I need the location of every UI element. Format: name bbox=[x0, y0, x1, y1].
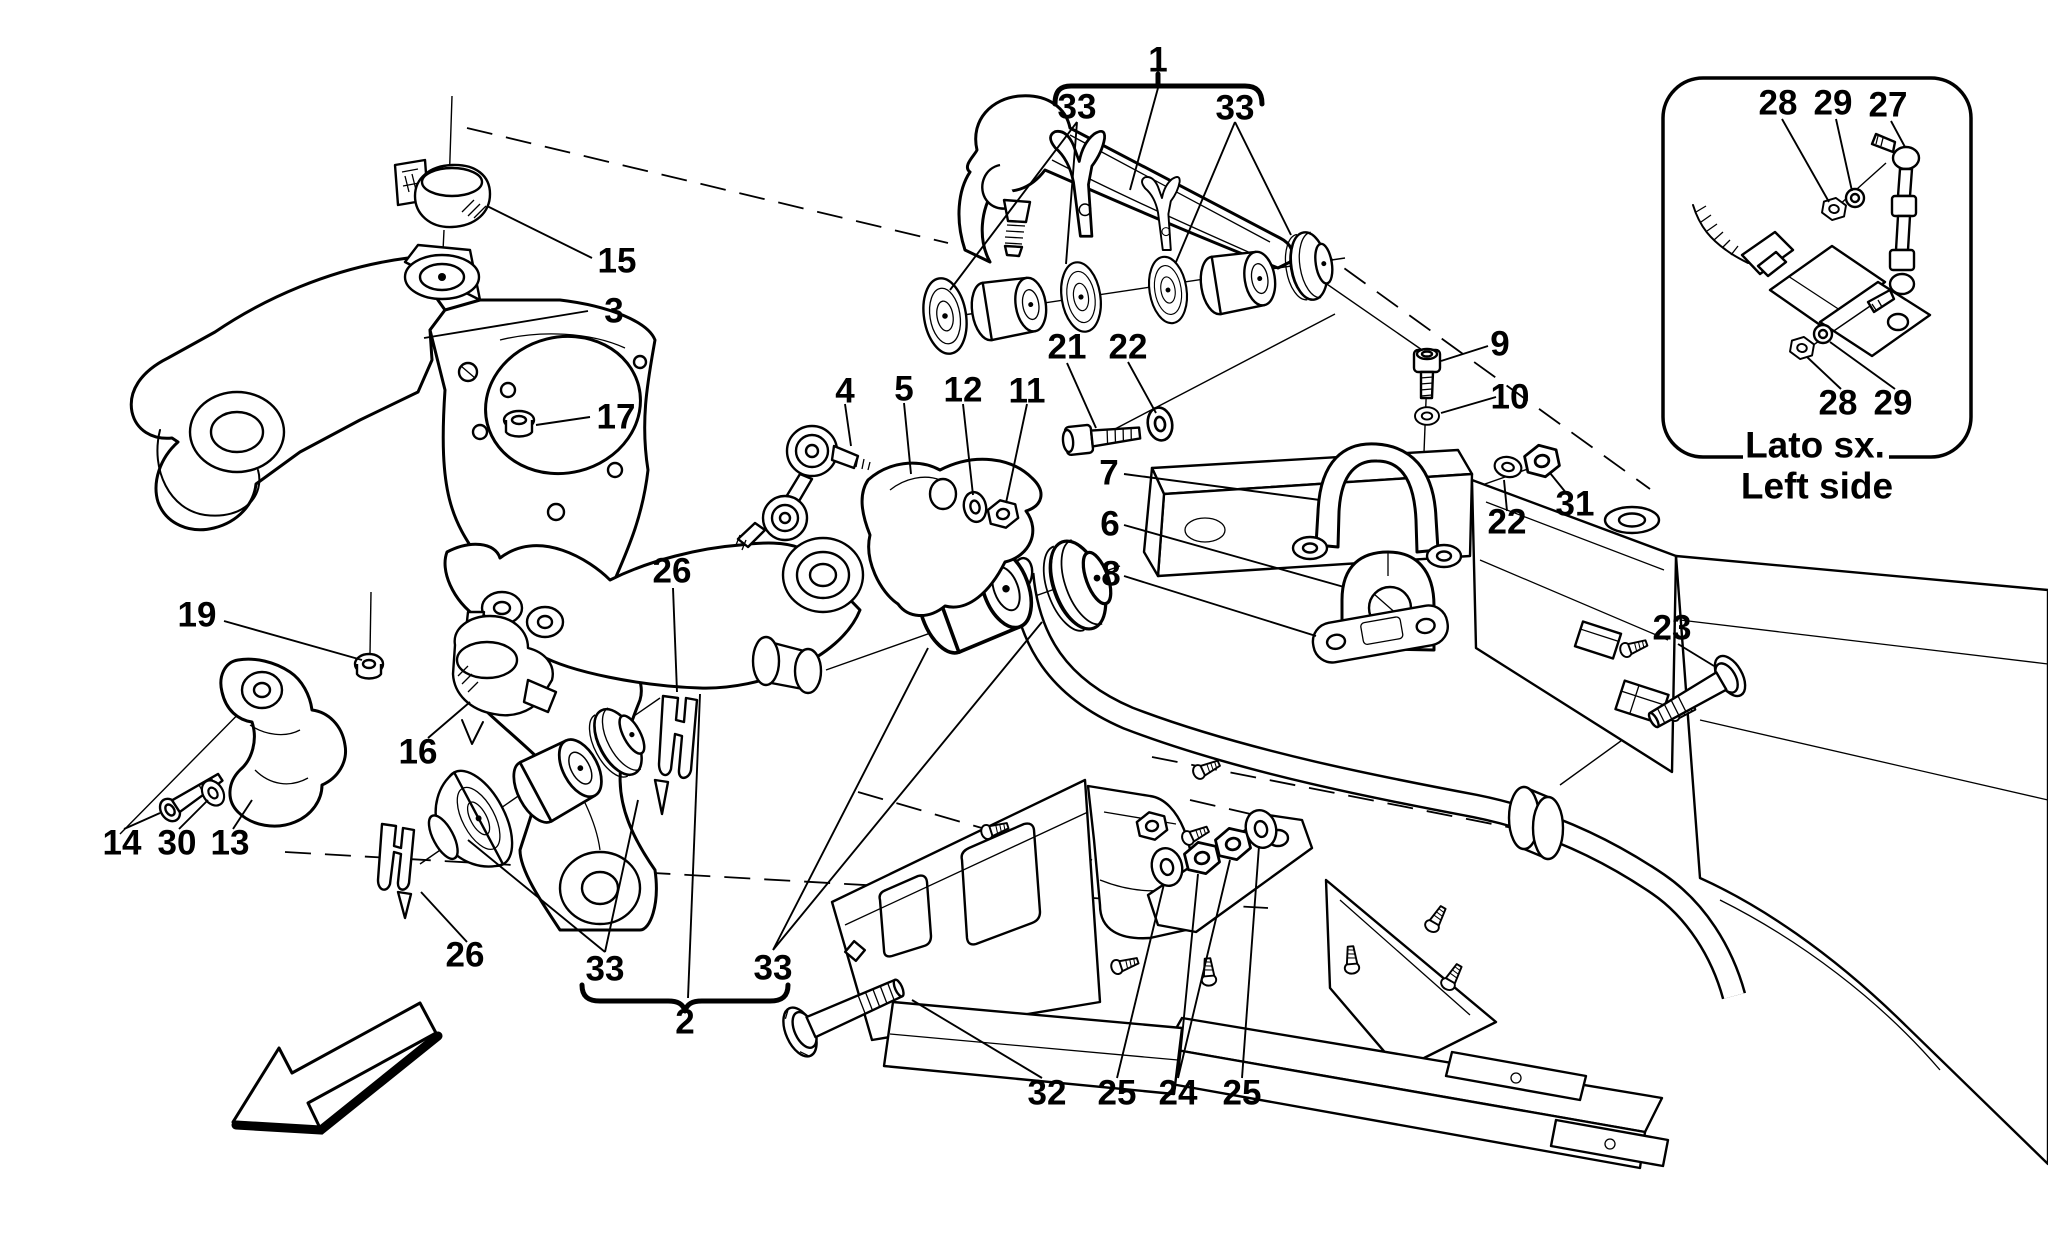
callout-inset-link-27: 27 bbox=[1869, 86, 1908, 125]
callout-nut-24: 24 bbox=[1159, 1074, 1198, 1113]
bolt-23-drawing bbox=[1647, 654, 1747, 729]
callout-nut-17: 17 bbox=[597, 398, 636, 437]
front-bushing-set-drawing bbox=[376, 694, 699, 920]
bar-collar bbox=[1507, 785, 1565, 861]
inset-sensor-drawing bbox=[1692, 132, 1932, 362]
inset-caption-italian: Lato sx. bbox=[1745, 425, 1885, 466]
callout-bushing-33-bottom-left: 33 bbox=[586, 950, 625, 989]
callout-clip-26-bottom: 26 bbox=[446, 936, 485, 975]
upper-arm-drawing bbox=[917, 94, 1339, 359]
callout-grommet-19: 19 bbox=[178, 596, 217, 635]
subframe-bracket-drawing bbox=[830, 755, 1670, 1170]
clip-26-top-drawing bbox=[653, 694, 699, 816]
callout-washer-22-left: 22 bbox=[1109, 328, 1148, 367]
callout-link-4: 4 bbox=[835, 372, 855, 411]
callout-bolt-9: 9 bbox=[1490, 325, 1509, 364]
callout-bushing-33-top-left: 33 bbox=[1058, 88, 1097, 127]
group-brackets bbox=[579, 71, 1265, 1014]
callout-nut-11: 11 bbox=[1009, 372, 1046, 411]
callout-group-lower-arm: 2 bbox=[675, 1003, 694, 1042]
inset-box: Lato sx. Left side bbox=[1661, 76, 1973, 507]
callout-group-upper-arm: 1 bbox=[1148, 41, 1167, 80]
callout-guard-13: 13 bbox=[211, 824, 250, 863]
callout-bolt-14: 14 bbox=[103, 824, 142, 863]
callout-bushing-33-top-right: 33 bbox=[1216, 89, 1255, 128]
washer-nut-row-drawing bbox=[1150, 809, 1278, 887]
callout-bolt-23: 23 bbox=[1653, 609, 1692, 648]
callout-plate-8: 8 bbox=[1101, 555, 1120, 594]
callout-clip-26-top: 26 bbox=[653, 552, 692, 591]
nut-17-drawing bbox=[502, 409, 536, 438]
callout-bolt-32: 32 bbox=[1028, 1074, 1067, 1113]
guard-13-drawing bbox=[219, 657, 348, 828]
callout-washer-30: 30 bbox=[158, 824, 197, 863]
arm-5-drawing bbox=[860, 457, 1043, 617]
inset-caption-english: Left side bbox=[1741, 466, 1893, 507]
callout-bushing-33-bottom-right: 33 bbox=[754, 949, 793, 988]
callout-bushing-6: 6 bbox=[1100, 505, 1119, 544]
grommet-19-drawing bbox=[353, 652, 385, 680]
bolt-21-drawing bbox=[1061, 423, 1142, 456]
clip-26-bottom-drawing bbox=[376, 822, 416, 920]
washer-10-drawing bbox=[1414, 406, 1440, 426]
nut-31-drawing bbox=[1521, 440, 1563, 482]
callout-arm-5: 5 bbox=[894, 370, 913, 409]
upper-ball-stud bbox=[1002, 198, 1032, 258]
callout-nut-31: 31 bbox=[1556, 485, 1595, 524]
callout-washer-12: 12 bbox=[944, 371, 983, 410]
callout-bracket-7: 7 bbox=[1099, 454, 1118, 493]
front-direction-arrow-icon bbox=[231, 1001, 443, 1135]
callout-bolt-21: 21 bbox=[1048, 328, 1087, 367]
bolt-32-drawing bbox=[782, 978, 905, 1058]
clamp-15-drawing bbox=[393, 158, 492, 229]
callout-washer-10: 10 bbox=[1491, 378, 1530, 417]
clamp-16-drawing bbox=[451, 614, 558, 745]
link-4-drawing bbox=[735, 424, 871, 551]
callout-washer-25-left: 25 bbox=[1098, 1074, 1137, 1113]
leader-lines bbox=[123, 87, 1906, 1079]
callout-inset-washer-29-bottom: 29 bbox=[1874, 384, 1913, 423]
callout-washer-22-right: 22 bbox=[1488, 503, 1527, 542]
washer-22-right-drawing bbox=[1491, 453, 1525, 481]
callout-washer-25-right: 25 bbox=[1223, 1074, 1262, 1113]
callout-inset-nut-28-bottom: 28 bbox=[1819, 384, 1858, 423]
stabilizer-mount-drawing bbox=[1291, 442, 1463, 664]
callout-knuckle-3: 3 bbox=[604, 292, 623, 331]
callout-inset-nut-28-top: 28 bbox=[1759, 84, 1798, 123]
bolt-9-drawing bbox=[1412, 347, 1442, 400]
callout-clamp-16: 16 bbox=[399, 733, 438, 772]
inset-link-drawing bbox=[1866, 132, 1921, 314]
callout-inset-washer-29-top: 29 bbox=[1814, 84, 1853, 123]
callout-clamp-15: 15 bbox=[598, 242, 637, 281]
